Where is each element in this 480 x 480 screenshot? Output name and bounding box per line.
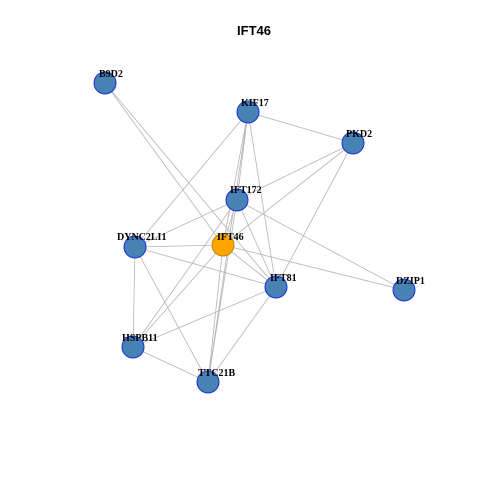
edge-dync2li1-ttc21b: [134, 246, 209, 383]
node-circle[interactable]: [225, 188, 249, 212]
edge-ift172-ttc21b: [207, 199, 238, 383]
node-label: DZIP1: [396, 276, 425, 287]
edge-dync2li1-ift46: [134, 244, 224, 248]
edge-ift172-dzip1: [236, 199, 405, 291]
edge-ift46-dzip1: [222, 244, 405, 291]
edge-ift46-ttc21b: [207, 244, 224, 383]
node-ift172[interactable]: IFT172: [225, 185, 262, 212]
edge-kif17-ift81: [247, 111, 277, 288]
node-circle[interactable]: [341, 131, 365, 155]
edge-ift81-ttc21b: [207, 286, 277, 383]
edge-ift172-ift81: [236, 199, 277, 288]
node-dync2li1[interactable]: DYNC2LI1: [117, 232, 166, 259]
node-label: B9D2: [99, 69, 123, 80]
edge-dync2li1-hspb11: [132, 246, 136, 348]
node-ttc21b[interactable]: TTC21B: [196, 368, 236, 394]
node-ift46[interactable]: IFT46: [211, 232, 244, 257]
edge-pkd2-ift172: [236, 142, 354, 201]
node-circle[interactable]: [236, 100, 260, 124]
node-ift81[interactable]: IFT81: [264, 273, 297, 299]
edge-layer: [104, 82, 405, 383]
node-label: IFT81: [270, 273, 297, 284]
node-label: KIF17: [241, 98, 269, 109]
edge-ift172-dync2li1: [134, 199, 238, 248]
node-label: HSPB11: [122, 333, 158, 344]
edge-kif17-pkd2: [247, 111, 354, 144]
node-label: TTC21B: [198, 368, 236, 379]
node-circle[interactable]: [211, 233, 235, 257]
edge-ift46-hspb11: [132, 244, 224, 348]
node-circle[interactable]: [123, 235, 147, 259]
node-kif17[interactable]: KIF17: [236, 98, 269, 124]
edge-ift81-hspb11: [132, 286, 277, 348]
edge-ift172-hspb11: [132, 199, 238, 348]
edge-dync2li1-ift81: [134, 246, 277, 288]
edge-pkd2-ift81: [275, 142, 354, 288]
node-label: PKD2: [346, 129, 372, 140]
edge-hspb11-ttc21b: [132, 346, 209, 383]
edge-kif17-dync2li1: [134, 111, 249, 248]
node-label: IFT46: [217, 232, 244, 243]
node-circle[interactable]: [264, 275, 288, 299]
node-circle[interactable]: [121, 335, 145, 359]
node-b9d2[interactable]: B9D2: [93, 69, 123, 95]
node-label: DYNC2LI1: [117, 232, 166, 243]
edge-b9d2-ift81: [104, 82, 277, 288]
node-dzip1[interactable]: DZIP1: [392, 276, 425, 302]
node-circle[interactable]: [196, 370, 220, 394]
node-pkd2[interactable]: PKD2: [341, 129, 372, 155]
graph-title: IFT46: [237, 23, 271, 38]
node-circle[interactable]: [392, 278, 416, 302]
edge-pkd2-ift46: [222, 142, 354, 246]
edge-kif17-ift46: [222, 111, 249, 246]
edge-b9d2-ift46: [104, 82, 224, 246]
node-circle[interactable]: [93, 71, 117, 95]
node-hspb11[interactable]: HSPB11: [121, 333, 158, 359]
node-label: IFT172: [230, 185, 262, 196]
